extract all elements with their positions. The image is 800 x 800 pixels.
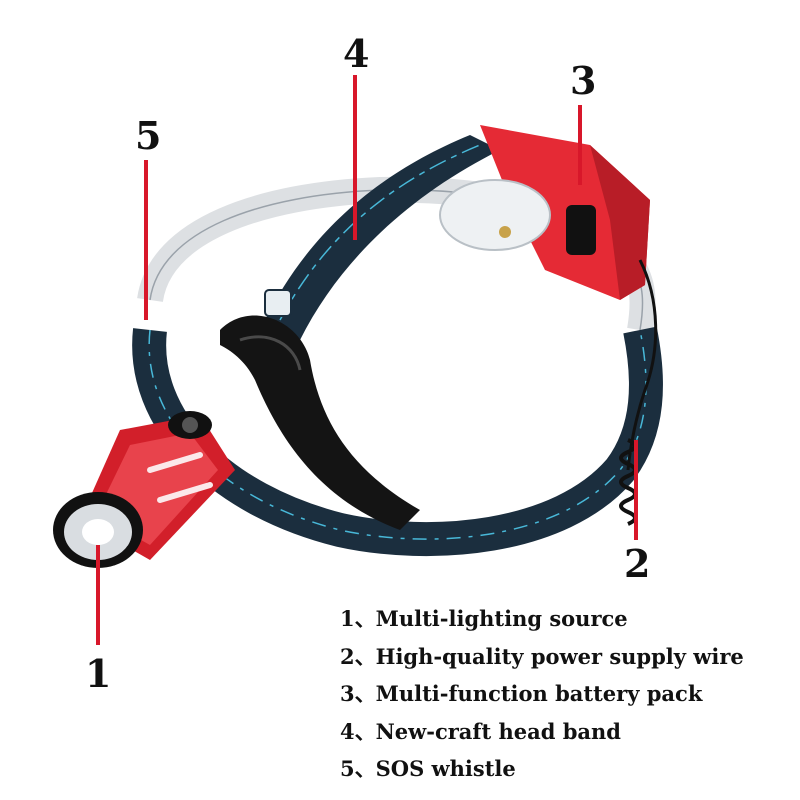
lamp-mount-frame-highlight (239, 335, 302, 371)
band-logo (264, 289, 292, 317)
legend-item-head-band: 4、New-craft head band (340, 718, 621, 744)
legend-item-battery-pack: 3、Multi-function battery pack (340, 681, 703, 706)
feature-legend: 1、Multi-lighting source 2、High-quality p… (340, 600, 795, 788)
power-supply-coil (619, 438, 637, 526)
battery-pack-shade (590, 145, 650, 300)
lamp-head (53, 411, 235, 568)
lower-head-band-pattern (148, 329, 647, 540)
battery-contact (499, 226, 511, 238)
legend-item-lighting-source: 1、Multi-lighting source (340, 606, 628, 631)
battery-clear-cover (439, 179, 551, 251)
legend-item-sos-whistle: 5、SOS whistle (340, 756, 516, 781)
callout-4: 4 (343, 31, 370, 76)
legend-item-power-wire: 2、High-quality power supply wire (340, 643, 744, 669)
callout-1: 1 (85, 651, 112, 696)
top-head-band-pattern (279, 144, 481, 321)
power-supply-wire (626, 259, 658, 471)
top-head-band (265, 135, 500, 340)
battery-switch (566, 205, 596, 255)
lamp-mount-frame (220, 315, 420, 530)
callout-5: 5 (135, 113, 162, 158)
callout-3: 3 (570, 58, 597, 103)
callout-2: 2 (624, 541, 651, 586)
